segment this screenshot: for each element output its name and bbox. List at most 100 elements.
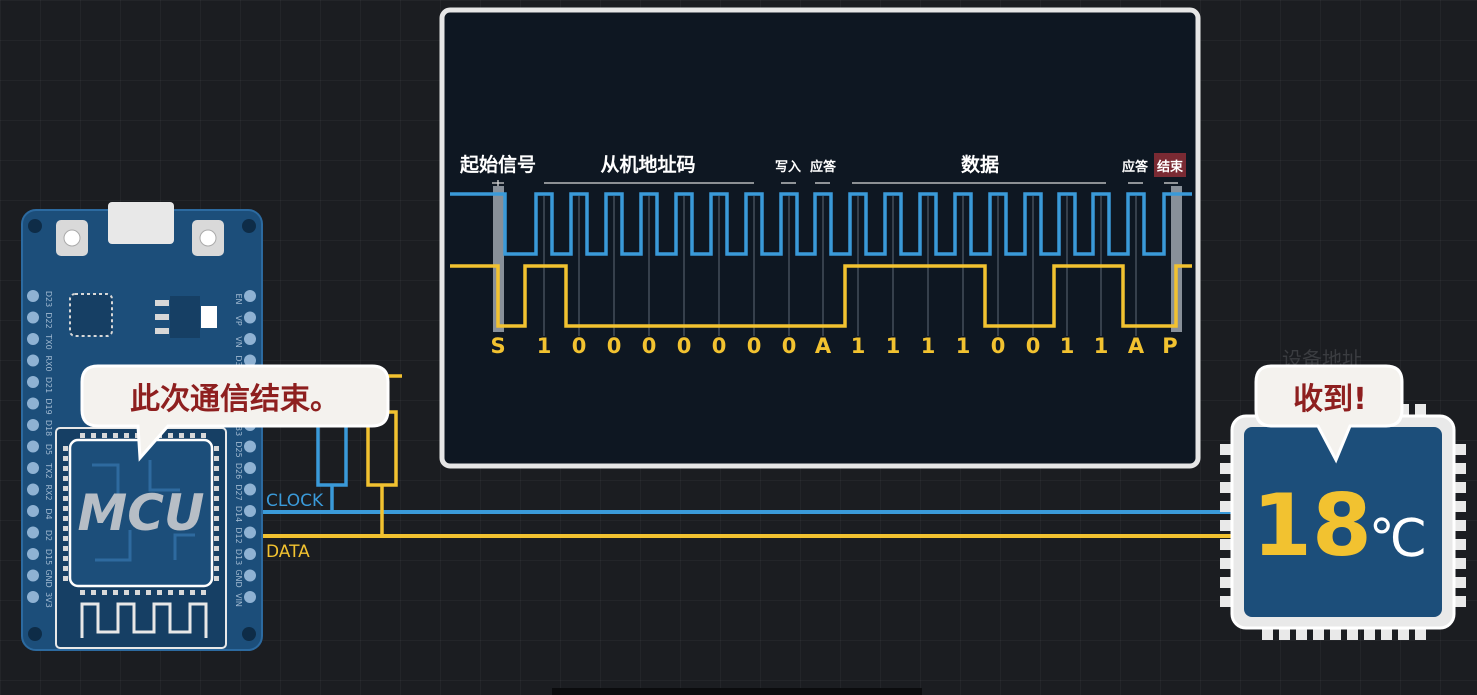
bit-label: P <box>1162 334 1177 358</box>
end-label: 结束 <box>1157 159 1184 175</box>
pin-pad <box>27 462 39 474</box>
sensor-speech-bubble: 收到! <box>1254 364 1404 464</box>
bit-label: 0 <box>607 334 622 358</box>
pin-label: D22 <box>44 312 53 328</box>
left-pin-header: D23D22TX0RX0D21D19D18D5TX2RX2D4D2D15GND3… <box>27 290 53 608</box>
stop-condition-marker <box>1171 186 1182 332</box>
pin-pad <box>244 505 256 517</box>
temperature-value: 18 <box>1252 476 1372 576</box>
bit-label: 1 <box>851 334 866 358</box>
sensor-chip-face <box>1244 427 1442 617</box>
pin-pad <box>27 419 39 431</box>
pin-label: D13 <box>234 549 243 565</box>
pin-label: TX2 <box>44 462 53 478</box>
pin-pad <box>27 505 39 517</box>
pin-pad <box>244 354 256 367</box>
bit-label: 0 <box>747 334 762 358</box>
pin-pad <box>27 354 39 367</box>
pin-pad <box>244 333 256 345</box>
pin-pad <box>27 548 39 560</box>
bit-label: 1 <box>537 334 552 358</box>
data-waveform <box>450 264 1192 328</box>
pin-pad <box>27 591 39 603</box>
pin-label: D21 <box>44 377 53 393</box>
ack-label-2: 应答 <box>1122 159 1149 175</box>
pin-label: D4 <box>44 508 53 519</box>
pin-pad <box>244 569 256 582</box>
pin-pad <box>27 376 39 388</box>
start-signal-label: 起始信号 <box>459 153 536 176</box>
bus-wires: CLOCK DATA <box>250 374 1232 562</box>
data-label: DATA <box>266 542 310 562</box>
bit-label: A <box>1128 334 1145 358</box>
pin-label: D25 <box>234 441 243 457</box>
pin-label: VIN <box>234 593 243 607</box>
start-condition-marker <box>493 186 504 332</box>
write-label: 写入 <box>775 160 801 175</box>
usb-connector <box>108 202 174 244</box>
pin-pad <box>27 569 39 582</box>
mcu-speech-bubble: 此次通信结束。 <box>80 364 390 462</box>
pin-pad <box>244 440 256 453</box>
sensor-bubble-text: 收到! <box>1293 382 1367 417</box>
clock-waveform <box>450 192 1192 256</box>
pin-label: D23 <box>44 291 53 307</box>
bit-label: A <box>815 334 832 358</box>
end-label-highlight <box>1154 153 1186 177</box>
pin-label: D2 <box>44 530 53 541</box>
pin-label: RX2 <box>44 484 53 500</box>
pin-label: D27 <box>234 484 243 500</box>
pin-label: D19 <box>44 398 53 414</box>
bit-label: 0 <box>1026 334 1041 358</box>
pin-label: RX0 <box>44 355 53 371</box>
pin-pad <box>244 526 256 539</box>
pin-label: D14 <box>234 506 243 522</box>
pin-label: EN <box>234 293 243 304</box>
pin-pad <box>244 290 256 302</box>
pin-pad <box>244 462 256 474</box>
pin-pad <box>244 548 256 560</box>
pin-label: VN <box>234 336 243 347</box>
reset-button <box>56 220 88 256</box>
pin-pad <box>244 483 256 496</box>
pin-label: D15 <box>44 549 53 565</box>
pin-label: GND <box>44 569 53 587</box>
pin-pad <box>27 440 39 453</box>
pin-pad <box>244 591 256 603</box>
pin-pad <box>27 333 39 345</box>
temperature-sensor: 18 ℃ <box>1220 404 1466 640</box>
pin-pad <box>27 483 39 496</box>
mcu-bubble-text: 此次通信结束。 <box>130 382 340 417</box>
bit-label: 0 <box>572 334 587 358</box>
clock-label: CLOCK <box>266 491 324 511</box>
bit-label: 1 <box>1060 334 1075 358</box>
temperature-unit: ℃ <box>1369 509 1427 569</box>
pin-label: D26 <box>234 463 243 479</box>
pin-label: 3V3 <box>44 592 53 608</box>
bit-label: 0 <box>991 334 1006 358</box>
pcb-antenna <box>80 602 208 638</box>
pin-label: D34 <box>234 355 243 371</box>
pin-label: D18 <box>44 420 53 436</box>
pin-pad <box>27 311 39 324</box>
pin-pad <box>27 397 39 410</box>
bit-label: 0 <box>712 334 727 358</box>
bit-guides <box>543 196 1137 336</box>
bit-label: 0 <box>677 334 692 358</box>
pin-label: GND <box>234 569 243 587</box>
bit-label: 1 <box>1094 334 1109 358</box>
usb-uart-chip <box>69 293 113 337</box>
voltage-regulator <box>155 296 217 338</box>
bit-label: 1 <box>886 334 901 358</box>
pin-label: VP <box>234 315 243 325</box>
field-brackets <box>492 180 1178 186</box>
data-field-label: 数据 <box>961 153 999 176</box>
pin-pad <box>27 526 39 539</box>
pin-pad <box>27 290 39 302</box>
mcu-label: MCU <box>77 484 204 542</box>
bit-label: 1 <box>956 334 971 358</box>
pin-label: D5 <box>44 444 53 455</box>
address-label: 从机地址码 <box>600 153 695 176</box>
